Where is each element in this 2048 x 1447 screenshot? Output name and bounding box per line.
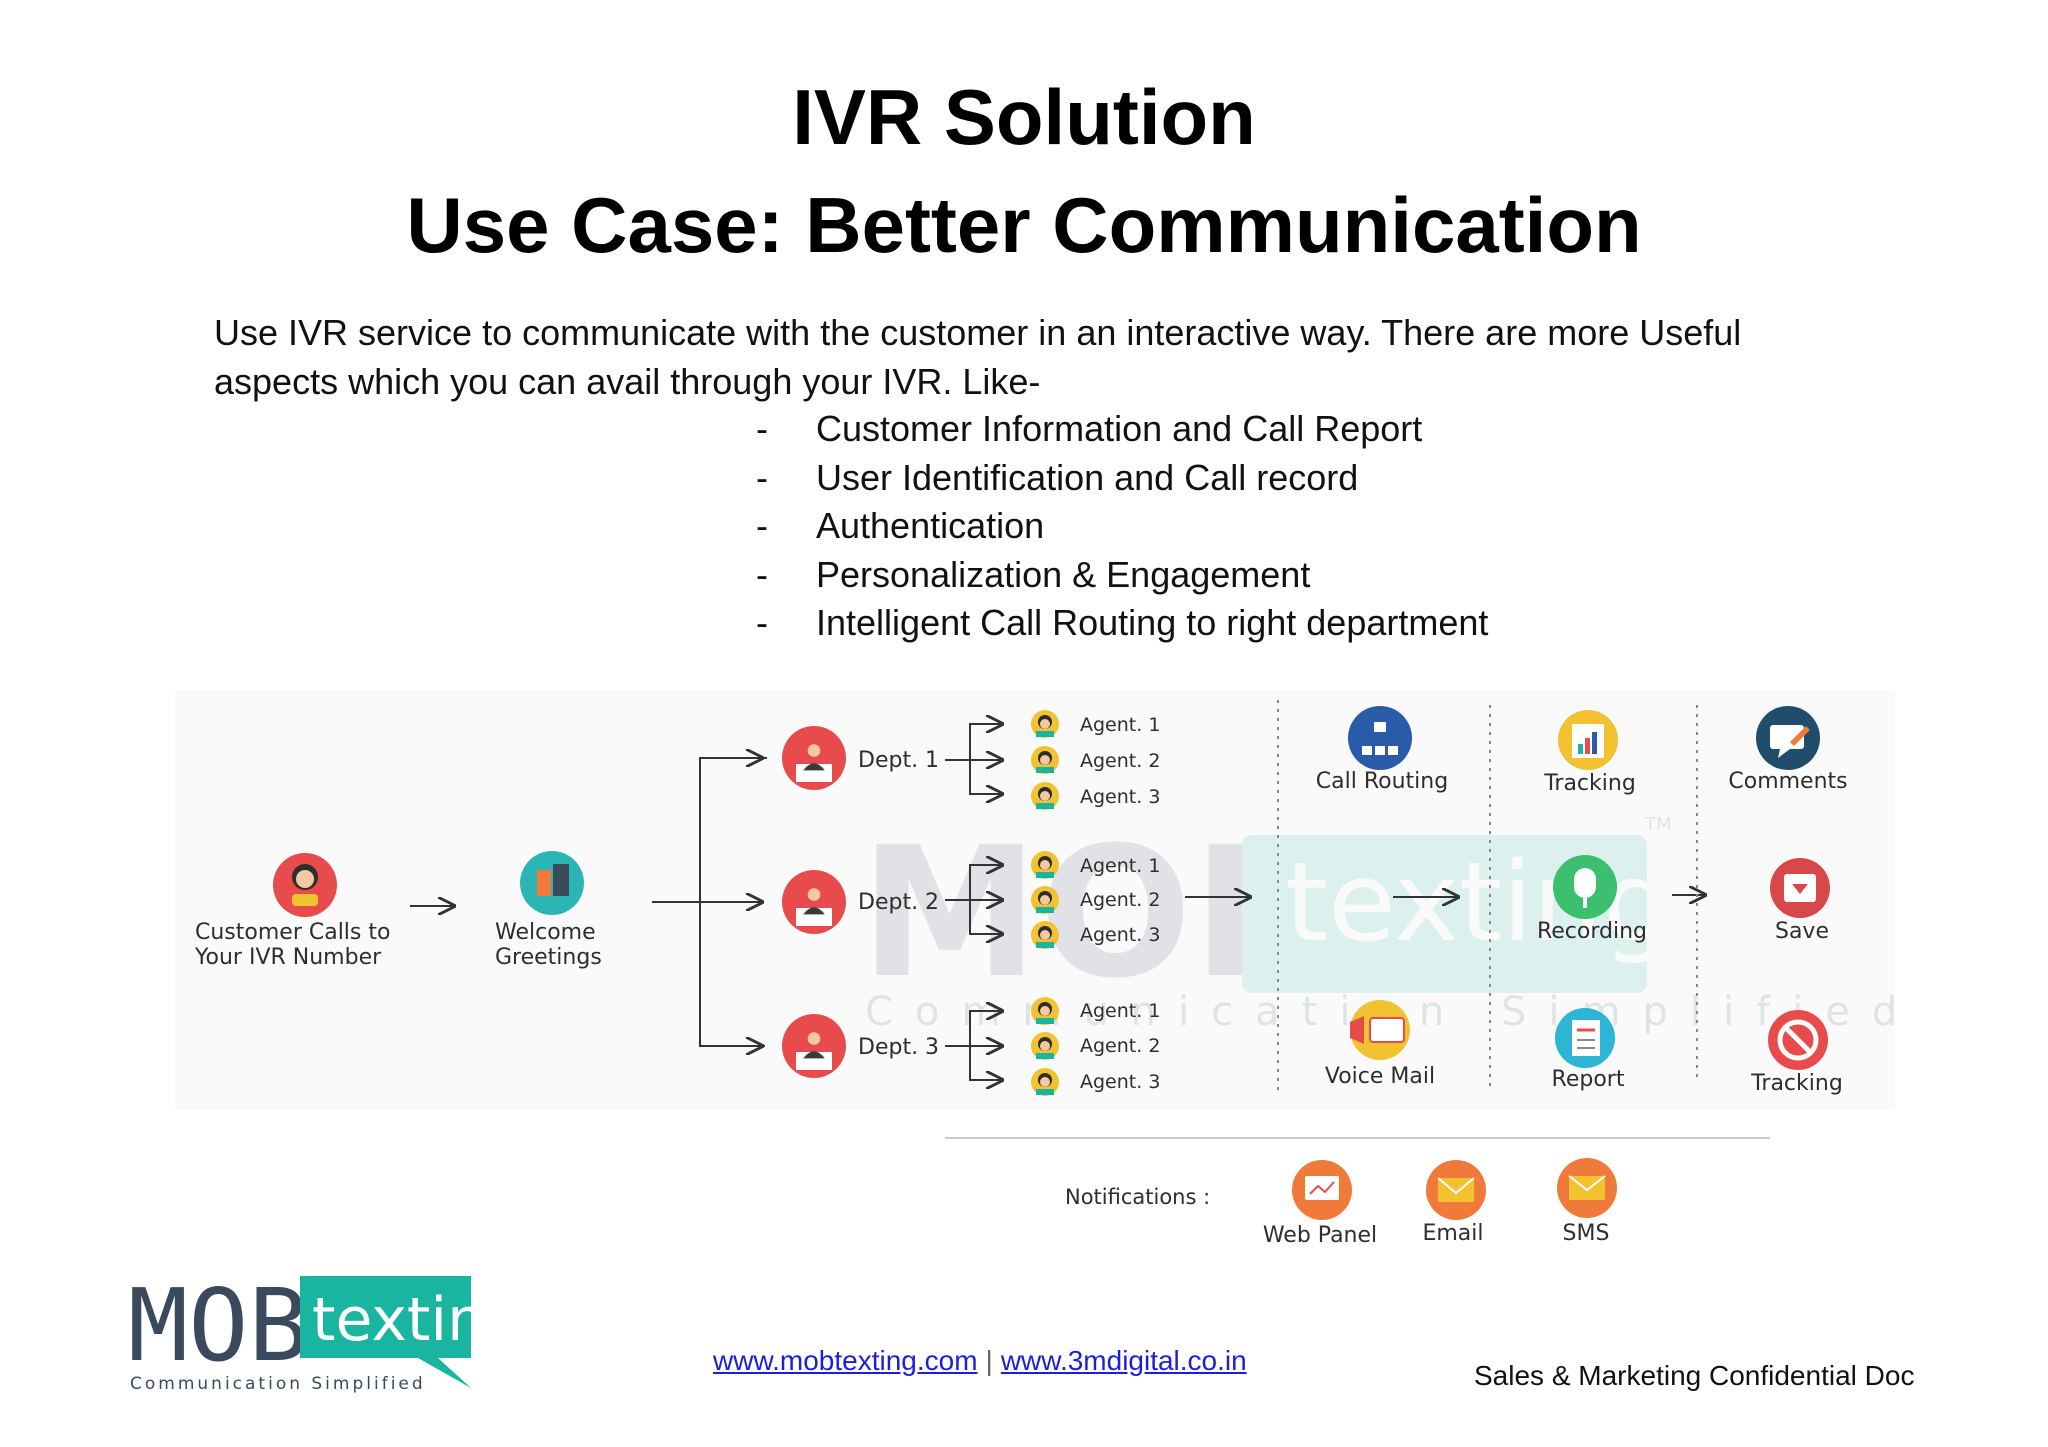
feature-flow-arrows: [1185, 895, 1705, 897]
logo-brand-left: MOB: [128, 1268, 309, 1384]
feature-tracking-blocked: Tracking: [1750, 1010, 1843, 1096]
bullet-item: -User Identification and Call record: [756, 456, 1359, 498]
logo-brand-right: texting: [312, 1285, 478, 1355]
bullet-item: -Personalization & Engagement: [756, 553, 1311, 595]
link-separator: |: [985, 1345, 993, 1376]
feature-call-routing: Call Routing: [1316, 706, 1448, 794]
feature-label: Call Routing: [1316, 769, 1448, 794]
intro-line-2: aspects which you can avail through your…: [214, 361, 1041, 402]
dept-2: Dept. 2: [782, 870, 939, 934]
dept-3: Dept. 3: [782, 1014, 939, 1078]
agent-item: Agent. 2: [1031, 746, 1160, 774]
agent-item: Agent. 2: [1031, 886, 1160, 914]
feature-bullet-list: -Customer Information and Call Report -U…: [756, 405, 1488, 648]
bullet-item: -Authentication: [756, 505, 1045, 546]
mobtexting-logo: MOB texting Communication Simplified: [128, 1268, 478, 1394]
page-title: IVR Solution: [792, 73, 1256, 161]
intro-paragraph: Use IVR service to communicate with the …: [214, 308, 1854, 406]
feature-label: Tracking: [1750, 1071, 1843, 1096]
watermark-texting: texting: [1285, 838, 1672, 966]
agent-item: Agent. 2: [1031, 1032, 1160, 1060]
agent-item: Agent. 1: [1031, 710, 1160, 738]
customer-node: Customer Calls to Your IVR Number: [194, 853, 390, 970]
notification-web-panel: Web Panel: [1263, 1160, 1377, 1248]
agent-label: Agent. 2: [1080, 750, 1160, 772]
org-chart-icon: [1348, 706, 1412, 770]
building-icon: [520, 851, 584, 915]
feature-tracking: Tracking: [1543, 710, 1636, 796]
notification-label: Email: [1422, 1221, 1483, 1246]
notification-sms: SMS: [1557, 1158, 1617, 1246]
footer-links: www.mobtexting.com|www.3mdigital.co.in: [713, 1345, 1247, 1377]
feature-label: Recording: [1537, 919, 1647, 944]
notification-label: SMS: [1563, 1221, 1610, 1246]
watermark-badge: [1242, 835, 1647, 993]
confidential-note: Sales & Marketing Confidential Doc: [1474, 1360, 1915, 1391]
dept-label: Dept. 2: [858, 890, 939, 915]
feature-label: Voice Mail: [1325, 1064, 1435, 1089]
agent-label: Agent. 1: [1080, 714, 1160, 736]
logo-tagline: Communication Simplified: [130, 1374, 426, 1394]
department-branches: [652, 758, 767, 1046]
agent-label: Agent. 3: [1080, 786, 1160, 808]
feature-save: Save: [1770, 858, 1830, 944]
feature-label: Report: [1552, 1067, 1625, 1092]
agent-item: Agent. 1: [1031, 997, 1160, 1025]
agent-label: Agent. 3: [1080, 924, 1160, 946]
bullet-item: -Customer Information and Call Report: [756, 408, 1423, 449]
agent-label: Agent. 2: [1080, 889, 1160, 911]
agent-label: Agent. 2: [1080, 1035, 1160, 1057]
website-link-3mdigital[interactable]: www.3mdigital.co.in: [1000, 1345, 1247, 1376]
feature-voice-mail: Voice Mail: [1325, 1000, 1435, 1089]
agents-dept-2: Agent. 1 Agent. 2 Agent. 3: [1031, 851, 1160, 949]
feature-label: Comments: [1728, 769, 1847, 794]
agent-item: Agent. 1: [1031, 851, 1160, 879]
dept-label: Dept. 3: [858, 1035, 939, 1060]
customer-label-1: Customer Calls to: [195, 920, 390, 945]
welcome-node: Welcome Greetings: [495, 851, 602, 970]
welcome-label-1: Welcome: [495, 920, 596, 945]
agent-item: Agent. 3: [1031, 921, 1160, 949]
feature-label: Save: [1775, 919, 1829, 944]
agent-branches: [945, 724, 1002, 1080]
agents-dept-1: Agent. 1 Agent. 2 Agent. 3: [1031, 710, 1160, 810]
feature-label: Tracking: [1543, 771, 1636, 796]
feature-recording: Recording: [1537, 855, 1647, 944]
agents-dept-3: Agent. 1 Agent. 2 Agent. 3: [1031, 997, 1160, 1096]
dept-1: Dept. 1: [782, 726, 939, 790]
feature-report: Report: [1552, 1008, 1625, 1092]
agent-item: Agent. 3: [1031, 1068, 1160, 1096]
watermark-brand: MOB: [860, 809, 1329, 1018]
website-link-mobtexting[interactable]: www.mobtexting.com: [713, 1345, 978, 1376]
feature-comments: Comments: [1728, 706, 1848, 794]
agent-item: Agent. 3: [1031, 782, 1160, 810]
notification-label: Web Panel: [1263, 1223, 1377, 1248]
intro-line-1: Use IVR service to communicate with the …: [214, 312, 1742, 353]
notifications-label: Notifications :: [1065, 1185, 1210, 1209]
notification-email: Email: [1422, 1160, 1486, 1246]
bullet-item: -Intelligent Call Routing to right depar…: [756, 602, 1489, 643]
dept-label: Dept. 1: [858, 748, 939, 773]
agent-label: Agent. 1: [1080, 1000, 1160, 1022]
agent-label: Agent. 3: [1080, 1071, 1160, 1093]
page-subtitle: Use Case: Better Communication: [406, 181, 1642, 269]
customer-label-2: Your IVR Number: [194, 945, 382, 970]
welcome-label-2: Greetings: [495, 945, 602, 970]
watermark-tm: TM: [1644, 814, 1672, 835]
watermark: MOB texting Communication Simplified TM: [860, 809, 1897, 1035]
agent-label: Agent. 1: [1080, 855, 1160, 877]
logo-badge: [300, 1276, 471, 1388]
column-dividers: [1277, 700, 1698, 1090]
